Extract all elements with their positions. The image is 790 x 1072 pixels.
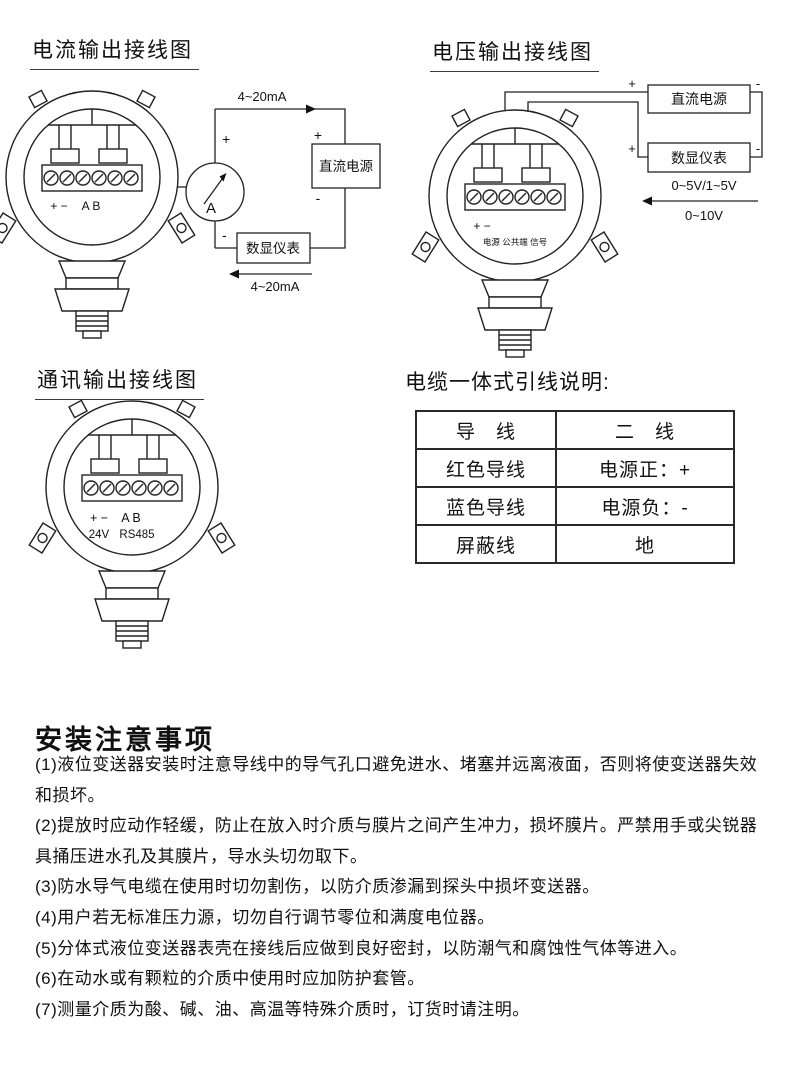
table-cell: 二 线 xyxy=(555,410,735,450)
psu-box xyxy=(647,84,751,114)
psu-label: 直流电源 xyxy=(671,91,727,107)
install-note-item: (4)用户若无标准压力源，切勿自行调节零位和满度电位器。 xyxy=(35,907,495,927)
voltage-range-top: 0~5V/1~5V xyxy=(671,178,736,193)
psu-label: 直流电源 xyxy=(319,159,373,174)
table-cell: 蓝色导线 xyxy=(415,486,557,526)
install-note-item: (1)液位变送器安装时注意导线中的导气孔口避免进水、堵塞并远离液面，否则将使变送… xyxy=(35,755,758,805)
terminal-note: 电源 公共端 信号 xyxy=(483,237,547,247)
voltage-diagram-title: 电压输出接线图 xyxy=(430,36,599,72)
terminal-label-pm: + − xyxy=(473,219,490,233)
psu-plus: + xyxy=(314,127,322,143)
install-note-item: (6)在动水或有颗粒的介质中使用时应加防护套管。 xyxy=(35,969,425,989)
ammeter-needle xyxy=(203,174,226,205)
needle-arrow-icon xyxy=(219,173,227,182)
display-plus: + xyxy=(628,141,636,156)
install-note-item: (7)测量介质为酸、碱、油、高温等特殊介质时，订货时请注明。 xyxy=(35,999,530,1019)
display-box xyxy=(647,142,751,173)
ammeter-minus: - xyxy=(222,227,227,243)
table-cell: 电源正：+ xyxy=(555,448,735,488)
psu-minus: - xyxy=(316,190,321,206)
install-notes-title: 安装注意事项 xyxy=(35,725,215,756)
terminal-label-ab: A B xyxy=(82,199,101,213)
label-24v: 24V xyxy=(89,529,110,541)
install-notes-list: (1)液位变送器安装时注意导线中的导气孔口避免进水、堵塞并远离液面，否则将使变送… xyxy=(35,750,759,1025)
table-row: 导 线 二 线 xyxy=(415,410,735,450)
terminal-label-pm: + − xyxy=(90,511,108,525)
ammeter-plus: + xyxy=(222,131,230,147)
table-row: 屏蔽线 地 xyxy=(415,524,735,564)
arrowheads xyxy=(219,104,316,279)
current-range-bottom: 4~20mA xyxy=(251,279,300,294)
display-minus: - xyxy=(756,141,760,156)
psu-box xyxy=(311,143,381,189)
ammeter-letter: A xyxy=(206,200,216,217)
install-note-item: (2)提放时应动作轻缓，防止在放入时介质与膜片之间产生冲力，损坏膜片。严禁用手或… xyxy=(35,816,758,866)
voltage-wiring-diagram: + − 电源 公共端 信号 直流电源 数显仪表 + - + - 0~5V/1~5… xyxy=(411,76,763,358)
install-note-item: (5)分体式液位变送器表壳在接线后应做到良好密封，以防潮气和腐蚀性气体等进入。 xyxy=(35,938,688,958)
circuit-wires xyxy=(504,84,763,202)
table-cell: 导 线 xyxy=(415,410,557,450)
current-range-top: 4~20mA xyxy=(238,89,287,104)
current-diagram-title: 电流输出接线图 xyxy=(30,34,199,70)
terminal-label-pm: + − xyxy=(50,199,67,213)
arrow-left-icon xyxy=(642,196,652,206)
table-row: 红色导线 电源正：+ xyxy=(415,448,735,488)
display-label: 数显仪表 xyxy=(246,241,300,256)
arrow-left-icon xyxy=(229,269,239,279)
circuit-wires xyxy=(177,108,381,275)
label-rs485: RS485 xyxy=(119,529,154,541)
terminal-label-ab: A B xyxy=(121,511,140,525)
comm-wiring-diagram: + − A B 24V RS485 xyxy=(28,399,236,649)
display-label: 数显仪表 xyxy=(671,150,727,166)
cable-lead-table: 导 线 二 线 红色导线 电源正：+ 蓝色导线 电源负：- 屏蔽线 地 xyxy=(415,410,735,564)
transmitter-drawing xyxy=(0,89,196,339)
transmitter-drawing xyxy=(411,108,619,358)
arrow-right-icon xyxy=(306,104,316,114)
cable-lead-title: 电缆一体式引线说明: xyxy=(405,371,610,394)
install-note-item: (3)防水导气电缆在使用时切勿割伤，以防介质渗漏到探头中损坏变送器。 xyxy=(35,877,600,897)
table-cell: 屏蔽线 xyxy=(415,524,557,564)
current-wiring-diagram: + − A B 4~20mA 4~20mA A + - 直流电源 + - 数显仪… xyxy=(0,89,381,339)
psu-minus: - xyxy=(756,76,760,91)
voltage-range-bottom: 0~10V xyxy=(685,208,723,223)
comm-diagram-title: 通讯输出接线图 xyxy=(35,364,204,400)
display-box xyxy=(236,232,311,264)
table-cell: 地 xyxy=(555,524,735,564)
table-row: 蓝色导线 电源负：- xyxy=(415,486,735,526)
table-cell: 红色导线 xyxy=(415,448,557,488)
psu-plus: + xyxy=(628,76,636,91)
table-cell: 电源负：- xyxy=(555,486,735,526)
